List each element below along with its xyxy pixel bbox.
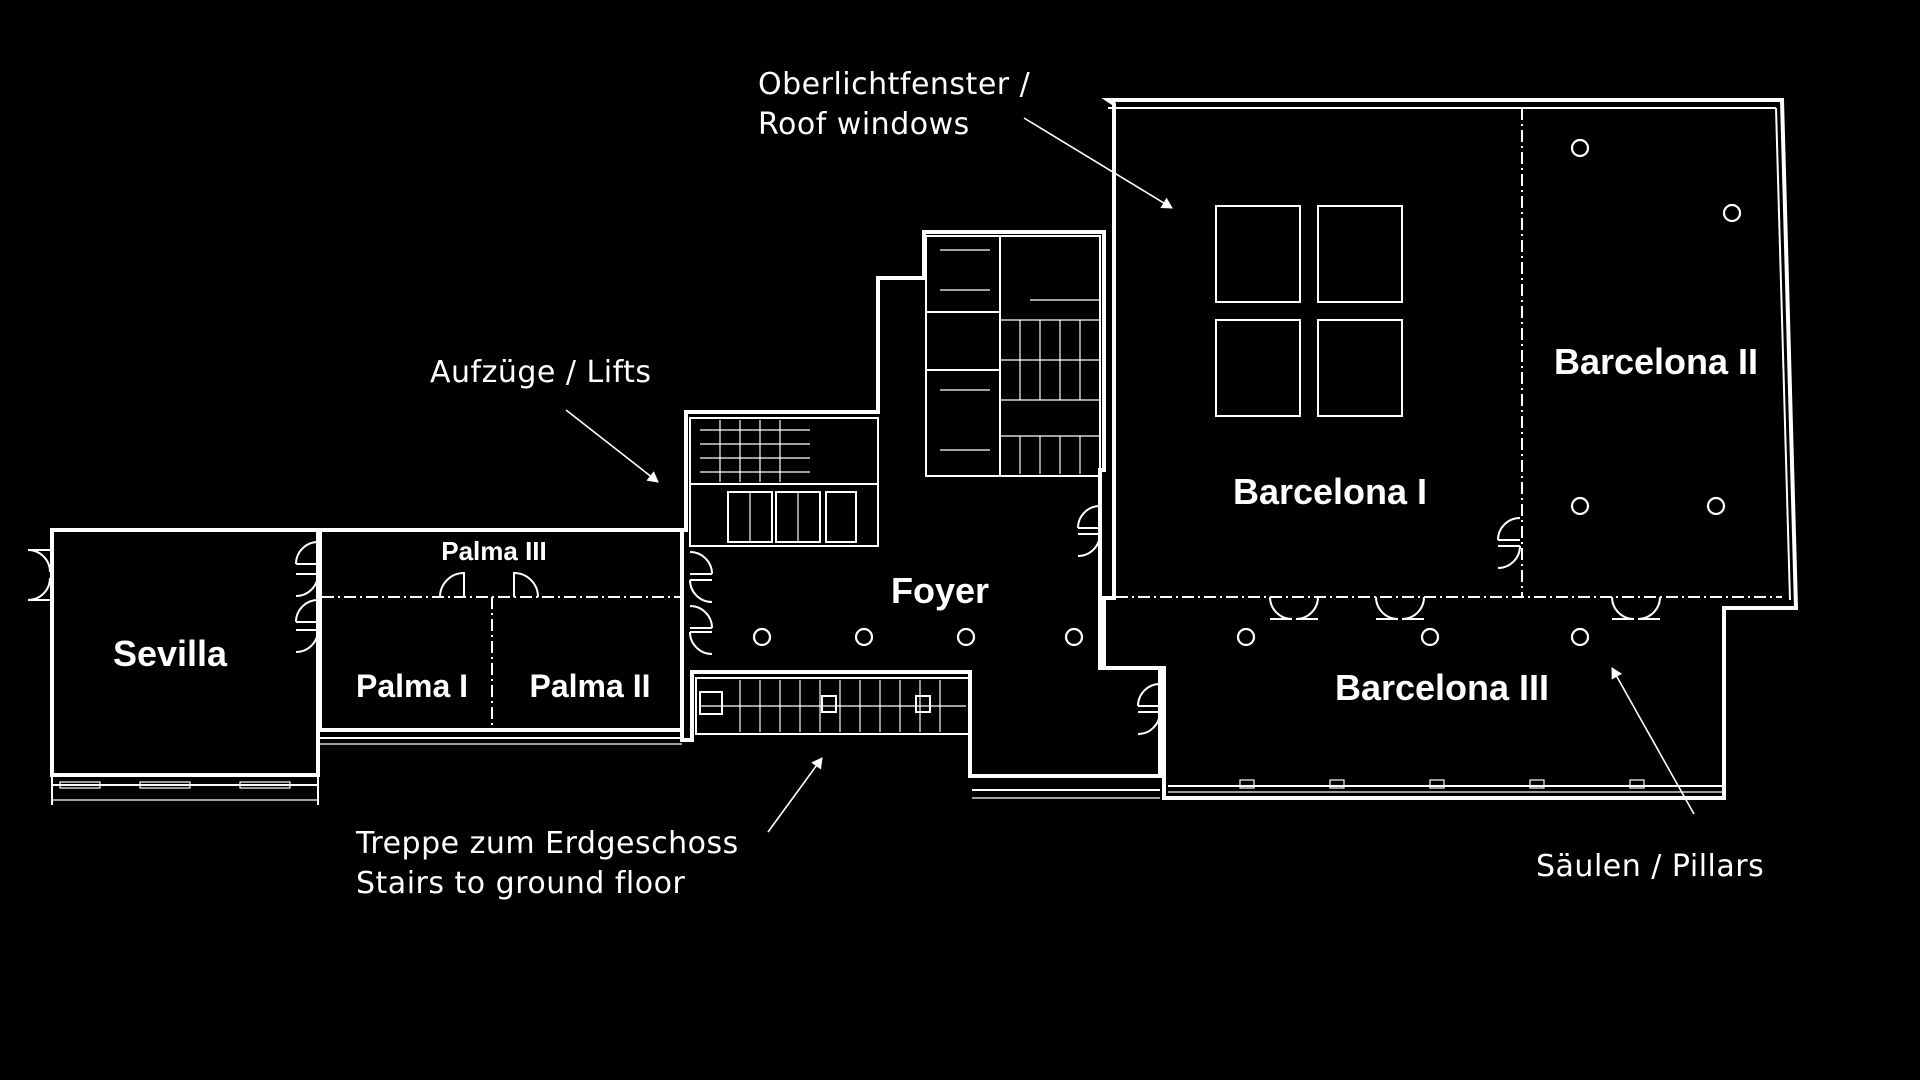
roof-window — [1215, 205, 1301, 303]
room-label-sevilla: Sevilla — [113, 633, 228, 674]
roof-window — [1317, 319, 1403, 417]
arrow-lifts — [565, 409, 659, 483]
roof-window — [1215, 319, 1301, 417]
pillar — [956, 627, 976, 647]
callout-stairs-line1: Treppe zum Erdgeschoss — [355, 826, 739, 861]
pillar — [1236, 627, 1256, 647]
room-label-barcelona-2: Barcelona II — [1554, 341, 1758, 382]
room-label-barcelona-3: Barcelona III — [1335, 667, 1549, 708]
callout-roof-windows-line1: Oberlichtfenster / — [758, 67, 1031, 102]
pillar — [1570, 138, 1590, 158]
callout-pillars: Säulen / Pillars — [1536, 849, 1764, 884]
callout-roof-windows-line2: Roof windows — [758, 107, 970, 142]
arrow-pillars — [1611, 667, 1695, 815]
room-label-palma-1: Palma I — [356, 668, 468, 704]
pillar — [1064, 627, 1084, 647]
pillar — [1722, 203, 1742, 223]
room-label-palma-3: Palma III — [441, 536, 547, 566]
pillar — [1570, 627, 1590, 647]
room-label-barcelona-1: Barcelona I — [1233, 471, 1427, 512]
roof-window — [1317, 205, 1403, 303]
arrow-roof-windows — [1023, 117, 1173, 209]
callout-lifts: Aufzüge / Lifts — [430, 355, 652, 390]
pillar — [752, 627, 772, 647]
room-barcelona[interactable] — [1101, 98, 1799, 800]
arrow-stairs — [767, 757, 823, 833]
pillar — [854, 627, 874, 647]
pillar — [1570, 496, 1590, 516]
room-label-foyer: Foyer — [891, 570, 989, 611]
room-label-palma-2: Palma II — [530, 668, 651, 704]
callout-stairs-line2: Stairs to ground floor — [356, 866, 685, 901]
foyer-area[interactable] — [680, 230, 1162, 799]
pillar — [1420, 627, 1440, 647]
pillar — [1706, 496, 1726, 516]
